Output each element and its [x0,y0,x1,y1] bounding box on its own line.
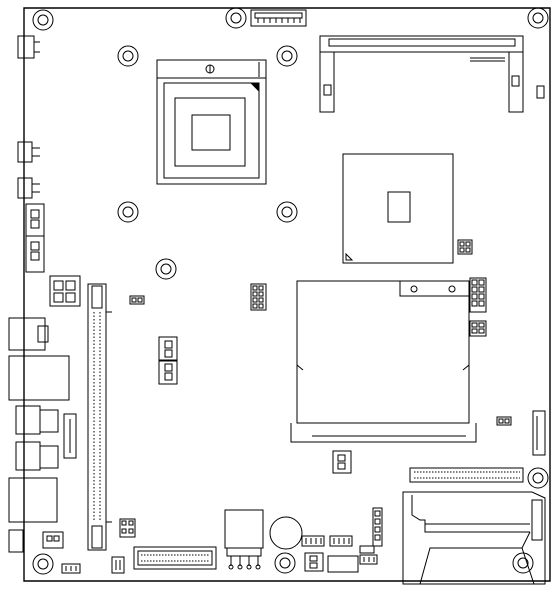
compact-flash-socket [403,492,545,584]
mounting-hole-top-center [226,8,246,28]
component-bottom-rect [328,556,358,572]
pci-slot [88,284,112,550]
connector-right-1 [533,411,545,455]
connector-left-1 [64,414,76,458]
jumper-block-right [470,278,486,336]
power-connector [50,276,80,306]
ide-connector [410,468,523,482]
mounting-hole-cpu-2 [277,46,297,66]
fan-header-bottom [305,553,323,571]
mounting-hole-bottom-left [33,554,53,574]
coin-battery [270,517,302,549]
mounting-hole-cpu-1 [118,46,138,66]
mounting-hole-cpu-4 [277,202,297,222]
jumper-center [130,296,144,304]
jumper-bottom-2 [112,557,124,573]
header-bottom-3 [302,536,324,546]
so-dimm-slot [320,36,544,112]
header-bottom-2 [62,564,80,573]
mounting-hole-cpu-3 [118,202,138,222]
mounting-hole-top-right [528,8,548,28]
mounting-hole-top-left [33,10,53,30]
mini-pcie-slot [291,281,476,442]
mounting-hole-right-mid [528,468,548,488]
board-outline [24,8,550,581]
mounting-hole-bottom-center [275,553,295,573]
header-bottom-4 [330,536,352,546]
cpu-socket [157,60,266,184]
mounting-hole-left-mid [156,259,176,279]
jumper-chipset [458,240,472,254]
top-header-connector [251,10,306,26]
jumper-block-center [251,284,266,310]
fan-header-mid [333,451,351,473]
mounting-hole-bottom-right [513,553,533,573]
header-vertical-1 [159,337,177,361]
lpt-connector [134,547,216,569]
header-vertical-cf [373,508,382,546]
voltage-regulator [225,510,263,569]
header-vertical-2 [159,360,177,384]
jumper-small-right [497,417,511,425]
header-bottom-left [43,532,63,548]
jumper-bottom-1 [120,519,135,537]
header-bottom-5 [360,546,377,564]
rear-io-ports [9,36,69,552]
chipset [343,154,453,263]
